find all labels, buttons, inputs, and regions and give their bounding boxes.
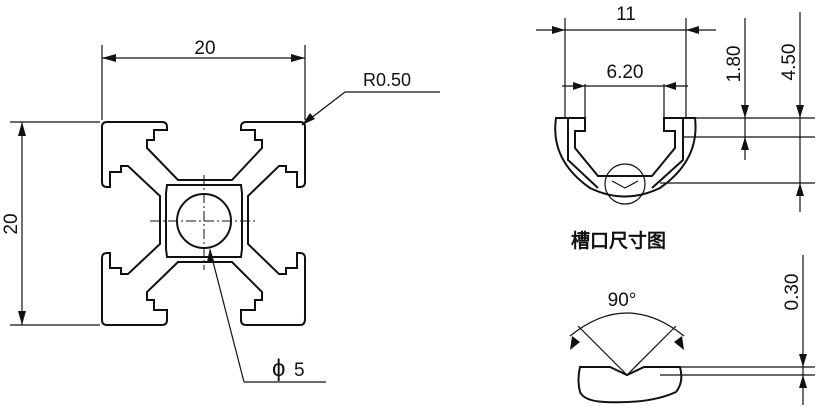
hole-diameter-label: 5 bbox=[294, 360, 305, 381]
profile-inner-web bbox=[165, 184, 243, 258]
arrow-icon bbox=[18, 311, 26, 325]
groove-leg-left bbox=[577, 325, 628, 376]
slot-ball-notch bbox=[611, 180, 639, 189]
hole-diameter-symbol: ϕ bbox=[272, 355, 285, 382]
profile-section: 20 20 R0.50 ϕ 5 bbox=[1, 38, 440, 383]
arrow-icon bbox=[741, 105, 749, 118]
arrow-icon bbox=[302, 113, 315, 125]
arrow-icon bbox=[102, 54, 116, 62]
arrow-icon bbox=[664, 82, 676, 90]
arrow-icon bbox=[796, 183, 804, 196]
slot-inner-right bbox=[651, 118, 684, 189]
arrow-icon bbox=[573, 82, 585, 90]
groove-body bbox=[577, 366, 683, 404]
dim-lip-label: 1.80 bbox=[724, 46, 745, 83]
angle-arc bbox=[569, 312, 685, 337]
arrow-icon bbox=[207, 248, 214, 262]
slot-body bbox=[554, 117, 697, 198]
dim-slot-inner-label: 6.20 bbox=[607, 62, 644, 83]
slot-ball bbox=[604, 163, 646, 205]
dim-depth-label: 4.50 bbox=[779, 44, 800, 81]
dim-width-label: 20 bbox=[194, 38, 215, 59]
arrow-icon bbox=[799, 354, 807, 367]
groove-depth-label: 0.30 bbox=[782, 274, 803, 311]
groove-detail: 90° 0.30 bbox=[569, 255, 815, 405]
arrow-icon bbox=[570, 336, 580, 350]
arrow-icon bbox=[291, 54, 305, 62]
dim-slot-opening-label: 11 bbox=[616, 4, 636, 25]
radius-label: R0.50 bbox=[363, 70, 411, 90]
arrow-icon bbox=[799, 375, 807, 388]
arrow-icon bbox=[18, 122, 26, 136]
arrow-icon bbox=[686, 26, 699, 34]
arrow-icon bbox=[741, 137, 749, 150]
groove-angle-label: 90° bbox=[608, 290, 637, 311]
slot-inner bbox=[567, 118, 599, 189]
groove-leg-right bbox=[626, 325, 677, 376]
profile-outline bbox=[101, 121, 306, 326]
arrow-icon bbox=[552, 26, 565, 34]
hole-leader bbox=[209, 249, 245, 383]
slot-detail: 11 6.20 1.80 4.50 槽口尺寸图 bbox=[536, 4, 815, 252]
arrow-icon bbox=[674, 336, 684, 350]
slot-caption: 槽口尺寸图 bbox=[571, 229, 666, 252]
dim-height-label: 20 bbox=[1, 213, 22, 234]
arrow-icon bbox=[796, 105, 804, 118]
